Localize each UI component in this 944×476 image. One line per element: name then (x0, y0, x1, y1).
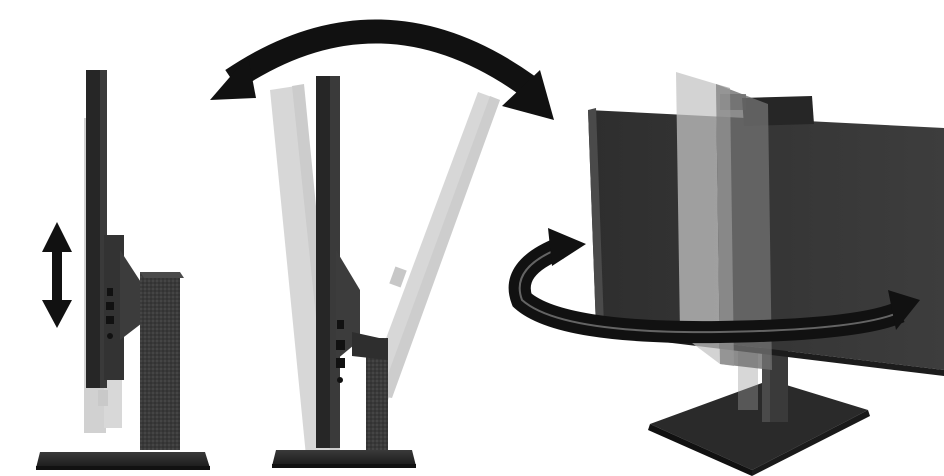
port-icon (106, 316, 114, 324)
panel-swivel-adjust (520, 72, 944, 476)
port-icon (107, 333, 113, 339)
monitor-side-view (86, 70, 146, 388)
stand-base (36, 452, 210, 470)
port-icon (337, 320, 344, 329)
port-icon (336, 358, 345, 368)
port-icon (106, 302, 114, 310)
stand-base (272, 450, 416, 468)
monitor-side-view (316, 76, 360, 448)
port-icon (337, 377, 343, 383)
port-icon (336, 340, 345, 350)
vertical-double-arrow-icon (42, 222, 72, 328)
stand-column (140, 272, 180, 450)
panel-height-adjust (36, 70, 210, 470)
curved-double-arrow-icon (210, 31, 554, 120)
port-icon (107, 288, 113, 296)
stand-base (648, 380, 870, 476)
panel-tilt-adjust (210, 31, 554, 468)
